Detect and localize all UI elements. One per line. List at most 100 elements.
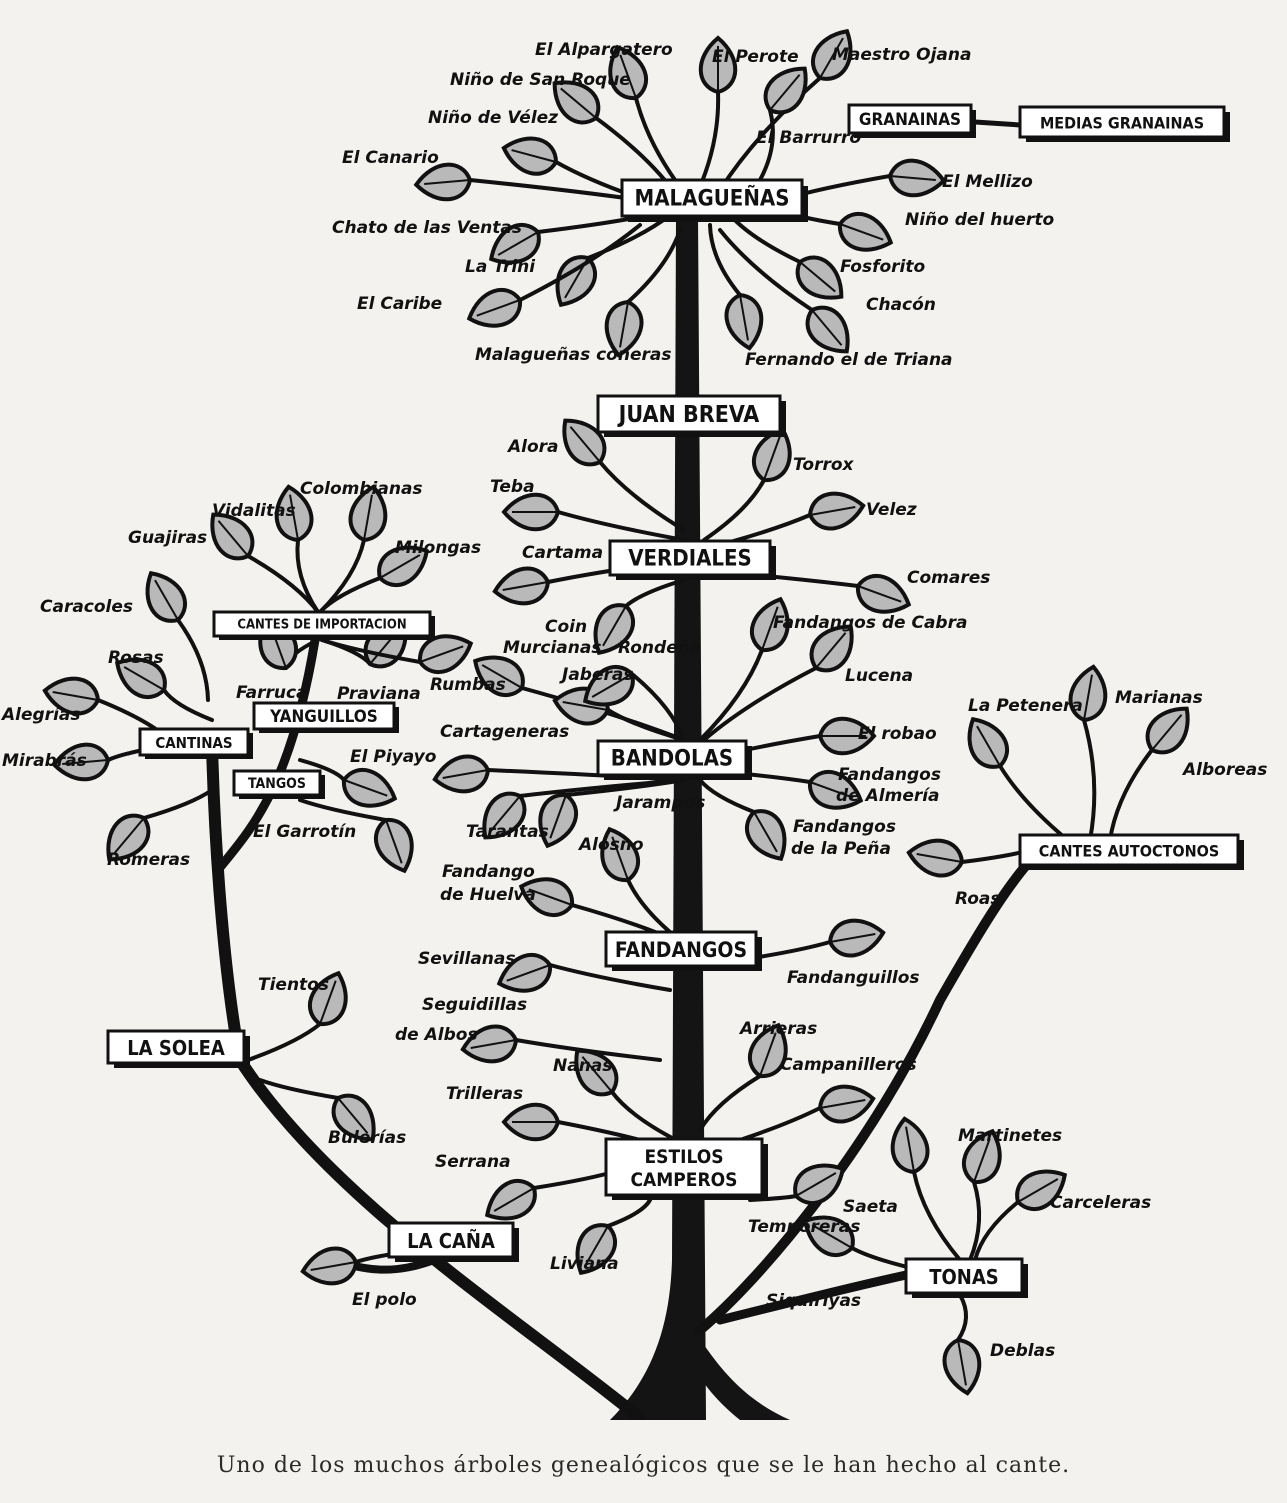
box-verdiales: VERDIALES — [610, 541, 776, 580]
label-vidalitas: Vidalitas — [212, 501, 296, 521]
branch — [975, 1202, 1018, 1260]
label-arrieras: Arrieras — [738, 1019, 817, 1039]
box-granainas: GRANAINAS — [849, 105, 976, 138]
label-romeras: Romeras — [107, 850, 190, 870]
svg-text:LA SOLEA: LA SOLEA — [127, 1036, 225, 1060]
label-seguidillas-2: de Albos — [395, 1025, 478, 1045]
label-fandangos-pena-2: de la Peña — [791, 839, 891, 859]
label-siquiriyas: Siquiriyas — [766, 1291, 861, 1311]
branch — [164, 690, 212, 720]
branch — [704, 480, 764, 540]
label-deblas: Deblas — [990, 1341, 1055, 1361]
leaf — [504, 1105, 558, 1140]
label-tarantas: Tarantas — [466, 822, 549, 842]
label-torrox: Torrox — [793, 455, 855, 475]
label-roas: Roas — [955, 889, 1001, 909]
label-teba: Teba — [490, 477, 535, 497]
label-fandangos-cabra: Fandangos de Cabra — [773, 613, 967, 633]
branch — [1084, 720, 1094, 840]
box-juan-breva: JUAN BREVA — [598, 396, 786, 437]
label-fosforito: Fosforito — [840, 257, 926, 277]
branch — [1110, 750, 1152, 840]
box-estilos-camperos: ESTILOS CAMPEROS — [606, 1139, 768, 1200]
label-chato-ventas: Chato de las Ventas — [332, 218, 522, 238]
label-serrana: Serrana — [435, 1152, 511, 1172]
label-bulerias: Bulerías — [328, 1128, 406, 1148]
branch — [248, 556, 318, 612]
label-caracoles: Caracoles — [40, 597, 133, 617]
label-martinetes: Martinetes — [958, 1126, 1062, 1146]
svg-text:BANDOLAS: BANDOLAS — [611, 747, 733, 772]
leaf — [300, 1245, 359, 1288]
label-fandangos-pena-1: Fandangos — [793, 817, 896, 837]
svg-text:CANTES AUTOCTONOS: CANTES AUTOCTONOS — [1039, 842, 1219, 861]
label-carceleras: Carceleras — [1050, 1193, 1151, 1213]
svg-text:YANGUILLOS: YANGUILLOS — [269, 707, 378, 727]
box-yanguillos: YANGUILLOS — [254, 703, 399, 733]
label-el-canario: El Canario — [342, 148, 439, 168]
label-marianas: Marianas — [1115, 688, 1203, 708]
leaf — [338, 764, 401, 815]
label-el-piyayo: El Piyayo — [350, 747, 437, 767]
label-nino-velez: Niño de Vélez — [428, 108, 558, 128]
label-chacon: Chacón — [866, 295, 936, 315]
label-el-alpargatero: El Alpargatero — [535, 40, 673, 60]
branch — [144, 790, 212, 818]
svg-text:TANGOS: TANGOS — [248, 776, 306, 792]
label-la-petenera: La Petenera — [968, 696, 1083, 716]
branch — [958, 1295, 966, 1340]
box-malaguenas: MALAGUEÑAS — [622, 180, 808, 222]
label-fandanguillos: Fandanguillos — [787, 968, 920, 988]
branch — [700, 780, 754, 812]
label-fandangos-almeria-1: Fandangos — [838, 765, 941, 785]
label-alora: Alora — [506, 437, 559, 457]
figure-caption: Uno de los muchos árboles genealógicos q… — [0, 1453, 1287, 1478]
label-tientos: Tientos — [258, 975, 329, 995]
label-lucena: Lucena — [845, 666, 913, 686]
label-el-robao: El robao — [858, 724, 937, 744]
label-comares: Comares — [907, 568, 990, 588]
label-la-trini: La Trini — [465, 257, 536, 277]
svg-text:VERDIALES: VERDIALES — [628, 547, 752, 572]
label-companeros: Campanilleros — [780, 1055, 917, 1075]
svg-text:GRANAINAS: GRANAINAS — [859, 110, 961, 130]
svg-text:CANTINAS: CANTINAS — [155, 734, 232, 752]
label-saeta: Saeta — [843, 1197, 898, 1217]
label-velez: Velez — [866, 500, 917, 520]
label-malaguenas-coneras: Malagueñas coneras — [475, 345, 671, 365]
label-el-polo: El polo — [352, 1290, 417, 1310]
label-murcianas: Murcianas — [503, 638, 601, 658]
leaf — [415, 163, 472, 202]
leaf — [499, 131, 560, 178]
label-jaberas: Jaberas — [559, 665, 633, 685]
label-coin: Coin — [545, 617, 587, 637]
label-cartama: Cartama — [522, 543, 603, 563]
branch — [704, 668, 816, 740]
leaf — [834, 208, 897, 259]
svg-text:MALAGUEÑAS: MALAGUEÑAS — [635, 186, 790, 212]
branch — [248, 1024, 320, 1060]
label-rondena: Rondeña — [618, 638, 701, 658]
label-rumbas: Rumbas — [430, 675, 506, 695]
branch — [320, 578, 380, 612]
leaf — [531, 789, 582, 852]
svg-text:LA CAÑA: LA CAÑA — [407, 1229, 495, 1253]
leaf — [906, 836, 965, 879]
label-trilleras: Trilleras — [446, 1084, 523, 1104]
leaf — [479, 1173, 543, 1230]
box-fandangos: FANDANGOS — [606, 932, 762, 971]
label-temporeras: Temporeras — [748, 1217, 860, 1237]
label-nino-huerto: Niño del huerto — [905, 210, 1054, 230]
svg-text:ESTILOS: ESTILOS — [644, 1146, 723, 1168]
svg-text:JUAN BREVA: JUAN BREVA — [617, 402, 760, 428]
box-cantes-autoctonos: CANTES AUTOCTONOS — [1020, 835, 1244, 870]
label-mirabras: Mirabrás — [2, 751, 87, 771]
branch — [320, 540, 364, 612]
branch — [628, 230, 680, 302]
leaf — [739, 803, 796, 867]
box-cantes-importacion: CANTES DE IMPORTACION — [214, 612, 435, 640]
branch — [608, 1200, 650, 1226]
label-liviana: Liviana — [550, 1254, 619, 1274]
box-cantinas: CANTINAS — [140, 729, 253, 759]
leaf — [370, 814, 421, 877]
